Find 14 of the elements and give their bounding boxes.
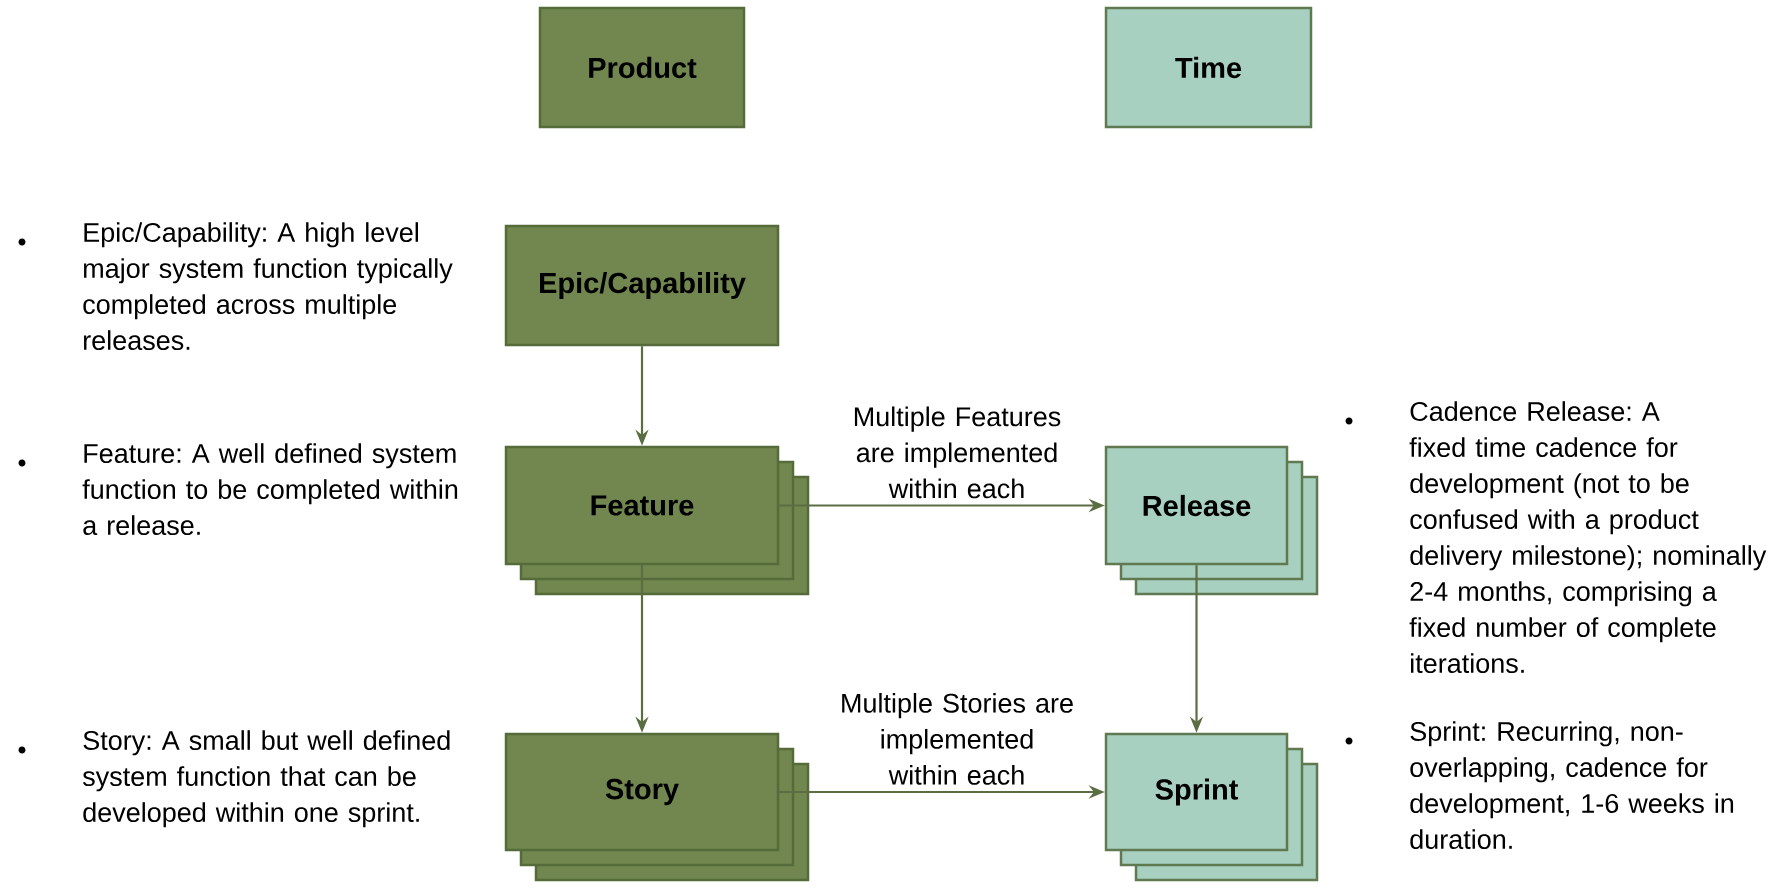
description-text: Sprint: Recurring, non-overlapping, cadence for development, 1-6 weeks in duration.: [1410, 721, 1734, 850]
edge-label: Multiple Features are implemented within each: [854, 406, 1061, 499]
stacked-box: Sprint: [1104, 732, 1319, 882]
process-box: Product: [538, 6, 746, 129]
process-box: Epic/Capability: [504, 224, 780, 347]
process-box: Time: [1104, 6, 1313, 129]
stacked-box: Feature: [504, 445, 810, 596]
description-text: Story: A small but well defined system function that can be developed within one sprint.: [82, 730, 450, 828]
description-text: Feature: A well defined system function to be completed within a release.: [82, 443, 458, 536]
description-text: Cadence Release: A fixed time cadence for development (not to be confused with a product delivery milestone); nominally 2-4 months, comprising a fixed number of complete iterations.: [1409, 401, 1767, 674]
description-text: Epic/Capability: A high level major system function typically completed across multiple releases.: [83, 222, 453, 350]
edge-label: Multiple Stories are implemented within each: [842, 692, 1073, 785]
stacked-box: Story: [504, 732, 810, 882]
stacked-box: Release: [1104, 445, 1319, 596]
